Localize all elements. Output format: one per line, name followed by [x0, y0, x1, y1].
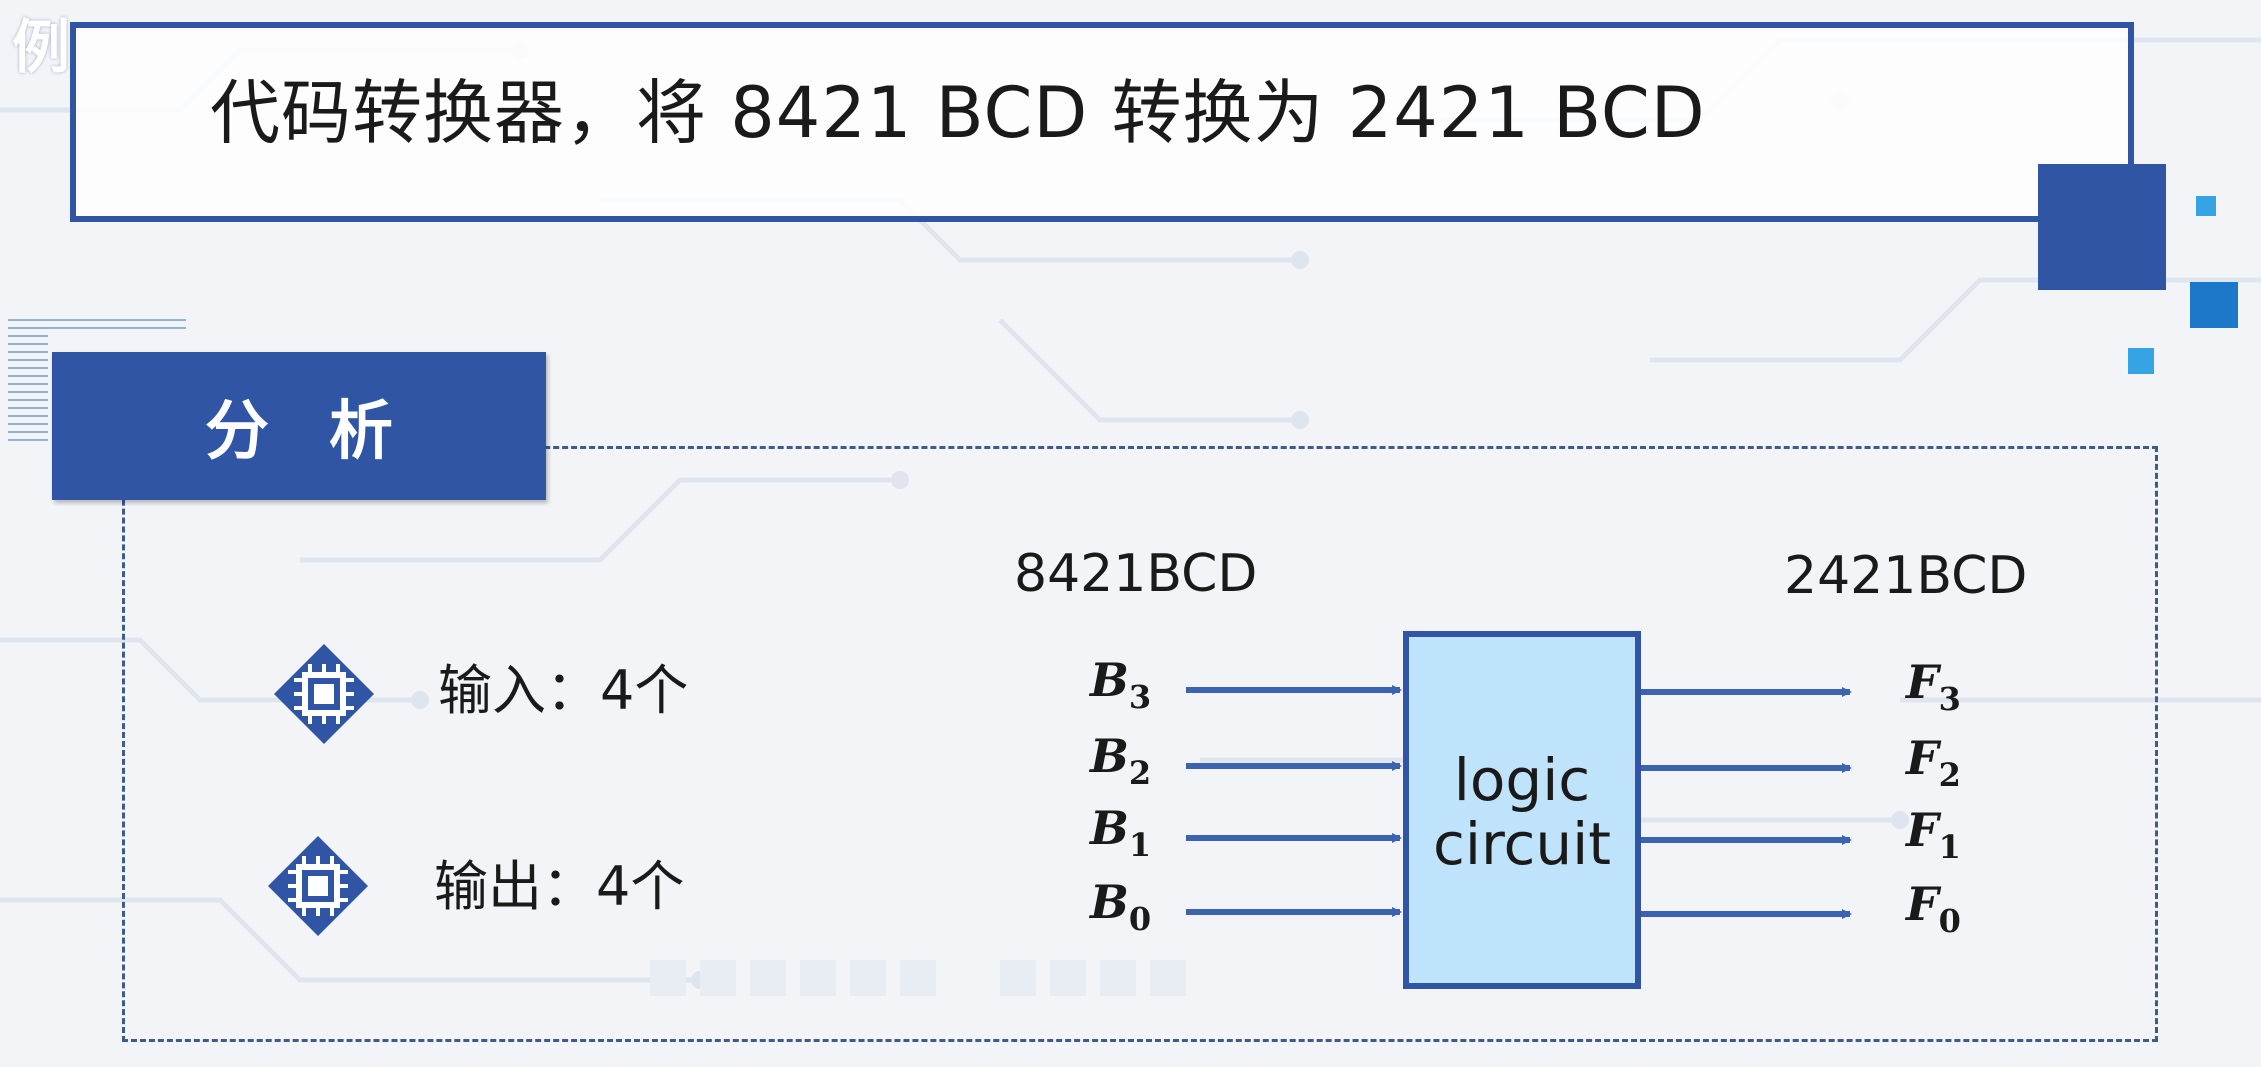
input-label-b3: B3: [1088, 653, 1151, 716]
page-title: 代码转换器，将 8421 BCD 转换为 2421 BCD: [210, 72, 1706, 154]
output-code-label: 2421BCD: [1784, 546, 2028, 606]
output-label-f3: F3: [1904, 655, 1961, 718]
logic-block-line2: circuit: [1433, 810, 1611, 878]
example-tag: 例: [12, 13, 71, 81]
decor-square-small: [2196, 196, 2216, 216]
output-count-text: 输出：4个: [434, 855, 685, 918]
output-label-f0: F0: [1904, 877, 1961, 940]
input-count-text: 输入：4个: [438, 659, 689, 722]
input-label-b2: B2: [1088, 729, 1151, 792]
logic-block: [1403, 631, 1641, 989]
decor-square-large: [2038, 164, 2166, 290]
section-header: [52, 352, 546, 500]
input-code-label: 8421BCD: [1014, 544, 1258, 604]
decor-stripes: [8, 319, 186, 441]
input-label-b0: B0: [1088, 875, 1151, 938]
analysis-panel: [122, 446, 2158, 1042]
decor-square-small-lower: [2128, 348, 2154, 374]
output-label-f1: F1: [1904, 803, 1961, 866]
input-label-b1: B1: [1088, 801, 1151, 864]
title-frame: [70, 22, 2134, 222]
section-title: 分析: [205, 395, 453, 469]
chip-icon: [274, 644, 374, 744]
output-label-f2: F2: [1904, 731, 1961, 794]
chip-icon: [268, 836, 368, 936]
decor-square-medium: [2190, 282, 2238, 328]
logic-block-line1: logic: [1454, 746, 1590, 814]
